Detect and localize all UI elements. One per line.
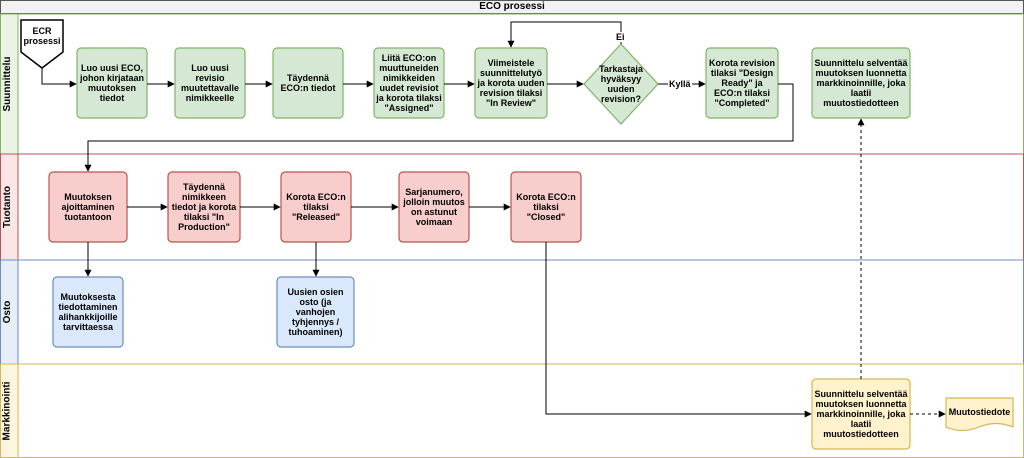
lane-label-suunnittelu: Suunnittelu xyxy=(2,56,13,112)
label-s2: Luo uusi revisio muutettavalle nimikkeel… xyxy=(180,63,240,103)
label-s3: Täydennä ECO:n tiedot xyxy=(280,73,336,93)
lane-osto-body xyxy=(17,259,1024,365)
label-t5: Korota ECO:n tilaksi "Closed" xyxy=(516,192,576,222)
label-t3: Korota ECO:n tilaksi "Released" xyxy=(286,192,346,222)
edge-t5-m1 xyxy=(545,242,812,418)
node-o1 xyxy=(52,276,124,348)
node-s4 xyxy=(373,47,445,119)
node-doc xyxy=(945,397,1014,432)
label-s6: Korota revision tilaksi "Design Ready" j… xyxy=(708,58,775,108)
node-s7 xyxy=(811,47,911,119)
node-s2 xyxy=(174,47,246,119)
node-s5 xyxy=(474,47,548,119)
lane-label-tuotanto: Tuotanto xyxy=(2,185,13,229)
label-s4: Liitä ECO:on muuttuneiden nimikkeiden uu… xyxy=(376,53,442,113)
label-o1: Muutoksesta tiedottaminen alihankkijoill… xyxy=(58,292,118,332)
node-o2 xyxy=(276,276,355,348)
node-decision xyxy=(583,43,659,125)
label-t2: Täydennä nimikkeen tiedot ja korota tila… xyxy=(171,182,237,232)
node-s6 xyxy=(705,47,779,119)
label-doc: Muutostiedote xyxy=(948,407,1011,417)
label-m1: Suunnittelu selventää muutoksen luonnett… xyxy=(814,389,908,439)
pool-title: ECO prosessi xyxy=(479,1,545,12)
start-shape xyxy=(20,19,64,69)
label-t4: Sarjanumero, jolloin muutos on astunut v… xyxy=(403,187,465,227)
edge-label-yes: Kyllä xyxy=(668,79,692,89)
edge-s6-t1 xyxy=(84,83,794,172)
edge-label-no: Ei xyxy=(615,32,626,42)
label-s7: Suunnittelu selventää muutoksen luonnett… xyxy=(814,58,908,108)
lane-label-osto: Osto xyxy=(2,300,13,324)
label-decision: Tarkastaja hyväksyy uuden revision? xyxy=(599,64,643,104)
label-o2: Uusien osien osto (ja vanhojen tyhjennys… xyxy=(287,287,344,337)
label-s1: Luo uusi ECO, johon kirjataan muutoksen … xyxy=(79,63,144,103)
lane-label-markkinointi: Markkinointi xyxy=(1,381,13,441)
label-s5: Viimeistele suunnittelutyö ja korota uud… xyxy=(477,58,545,108)
node-s3 xyxy=(272,47,344,119)
edges xyxy=(41,21,946,418)
edge-start-s1 xyxy=(41,68,77,88)
node-s1 xyxy=(76,47,148,119)
label-t1: Muutoksen ajoittaminen tuotantoon xyxy=(61,192,115,222)
start-label: ECR prosessi xyxy=(23,26,61,46)
